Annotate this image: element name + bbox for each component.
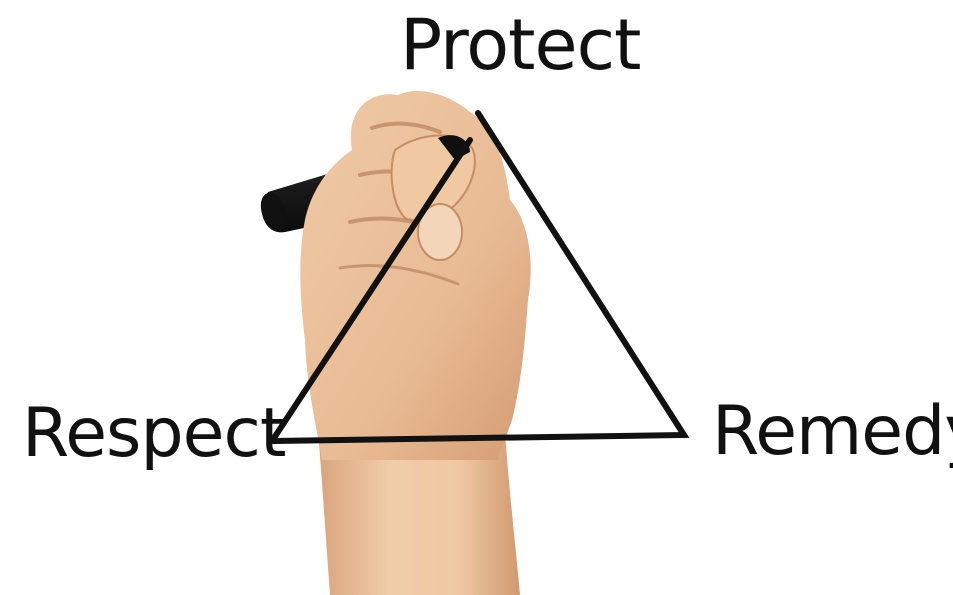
protect-label: Protect — [400, 10, 641, 80]
respect-label: Respect — [22, 400, 286, 468]
remedy-label: Remedy — [712, 398, 953, 466]
